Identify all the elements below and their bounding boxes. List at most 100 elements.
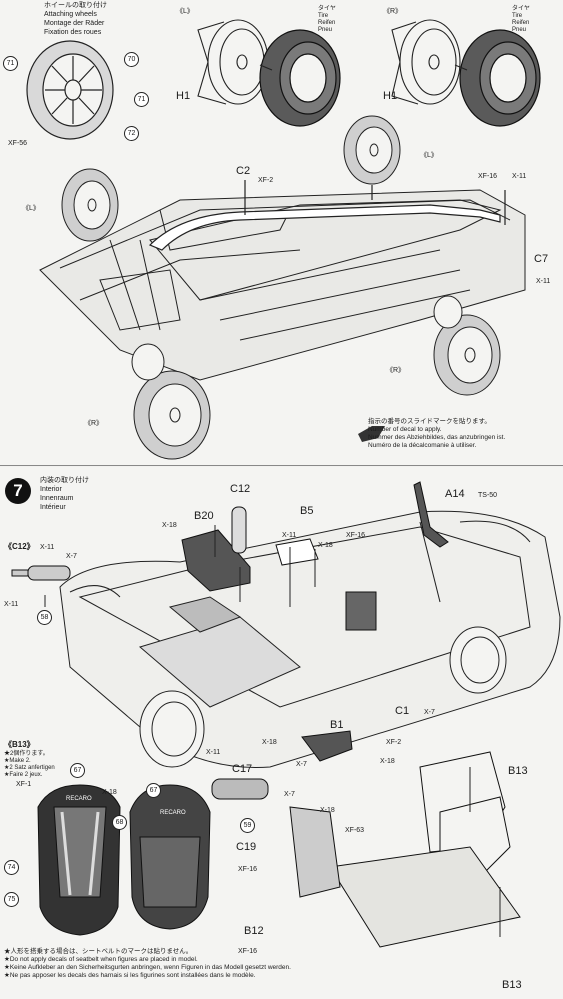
figure-note-de: ★Keine Aufkleber an den Sicherheitsgurte… xyxy=(4,964,291,971)
interior-title-en: Interior xyxy=(40,486,62,493)
wheel-rim-left xyxy=(197,19,269,105)
wheel-l-marker-1: 《L》 xyxy=(420,152,438,159)
part-h1-right: H1 xyxy=(383,90,398,102)
decal-68: 68 xyxy=(112,815,127,830)
interior-arrows xyxy=(44,521,501,937)
x7-c12: X-7 xyxy=(66,553,77,560)
x11-b5: X-11 xyxy=(282,532,297,539)
figure-note-fr: ★Ne pas apposer les decals des harnais s… xyxy=(4,972,256,979)
make2-de: ★2 Satz anfertigen xyxy=(4,765,55,771)
part-a14: A14 xyxy=(445,488,465,500)
decal-note: 指示の番号のスライドマークを貼ります。 Number of decal to a… xyxy=(368,418,505,450)
wheels-title-jp: ホイールの取り付け xyxy=(44,2,107,9)
tire-label-jp-left: タイヤ xyxy=(318,6,336,12)
seat-front-view xyxy=(37,784,121,936)
decal-number-71: 71 xyxy=(3,56,18,71)
b20-panel-part xyxy=(181,529,251,592)
decal-67: 67 xyxy=(70,763,85,778)
figure-note: ★人形を搭乗する場合は、シートベルトのマークは貼りません。 ★Do not ap… xyxy=(4,948,354,980)
tire-label-en-right: Tire xyxy=(512,13,523,19)
part-b12: B12 xyxy=(244,925,264,937)
interior-section: 7 内装の取り付け Interior Innenraum Intérieur 《… xyxy=(0,467,563,999)
x18-c19: X-18 xyxy=(320,807,335,814)
decal-note-en: Number of decal to apply. xyxy=(368,426,442,433)
x18-b5: X-18 xyxy=(318,542,333,549)
x18-b1: X-18 xyxy=(380,758,395,765)
wheels-chassis-drawing xyxy=(26,19,541,460)
decal-75: 75 xyxy=(4,892,19,907)
paint-xf56: XF-56 xyxy=(8,140,28,147)
interior-drawing xyxy=(11,481,561,948)
chassis-wheel-front-right xyxy=(131,343,211,460)
decal-pointer-icon xyxy=(358,426,385,442)
x7-c1: X-7 xyxy=(424,709,435,716)
standalone-wheel-illustration xyxy=(26,40,114,140)
wheels-section: ホイールの取り付け Attaching wheels Montage der R… xyxy=(0,0,563,466)
left-marker: 《L》 xyxy=(176,8,194,15)
x11-c12: X-11 xyxy=(40,544,55,551)
b1-bracket-part xyxy=(301,730,353,762)
part-b13-top: B13 xyxy=(508,765,528,777)
part-c1: C1 xyxy=(395,705,410,717)
wheels-title-en: Attaching wheels xyxy=(44,11,97,18)
interior-title-fr: Intérieur xyxy=(40,504,66,511)
decal-58: 58 xyxy=(37,610,52,625)
make2-en: ★Make 2. xyxy=(4,758,31,764)
tire-label-fr-left: Pneu xyxy=(318,27,333,33)
decal-note-jp: 指示の番号のスライドマークを貼ります。 xyxy=(368,418,491,425)
chassis-wheel-front-left xyxy=(61,168,119,242)
x18-floor: X-18 xyxy=(262,739,277,746)
wheel-r-marker-1: 《R》 xyxy=(386,367,406,374)
part-c17: C17 xyxy=(232,763,253,775)
part-c2: C2 xyxy=(236,165,251,177)
x7-c17: X-7 xyxy=(284,791,295,798)
seat-brand: RECARO xyxy=(66,796,92,802)
decal-number-72: 72 xyxy=(124,126,139,141)
interior-title-de: Innenraum xyxy=(40,495,74,502)
b13-tag: 《B13》 xyxy=(4,740,35,749)
part-b13-bottom: B13 xyxy=(502,979,522,991)
c12-tag: 《C12》 xyxy=(4,542,35,551)
make2-jp: ★2個作ります。 xyxy=(4,751,49,757)
part-c7: C7 xyxy=(534,253,549,265)
paint-x18-seat: X-18 xyxy=(102,789,117,796)
chassis-wheel-rear-left xyxy=(343,115,401,185)
paint-x11: X-11 xyxy=(512,173,527,180)
x11-c12-b: X-11 xyxy=(4,601,19,608)
body-rear-wheel xyxy=(449,626,507,694)
seat-brand-rear: RECARO xyxy=(160,810,186,816)
paint-x11-c7: X-11 xyxy=(536,278,551,285)
c12-extinguisher-part xyxy=(231,506,247,554)
seat-assembly-view xyxy=(289,751,521,948)
xf63-c19: XF-63 xyxy=(345,827,365,834)
step-number: 7 xyxy=(5,478,31,504)
part-b1: B1 xyxy=(330,719,344,731)
tire-label-de-left: Reifen xyxy=(318,20,336,26)
body-front-wheel xyxy=(139,690,205,768)
xf16-b5: XF-16 xyxy=(346,532,366,539)
tire-left xyxy=(259,29,341,127)
tire-label-en-left: Tire xyxy=(318,13,329,19)
c12-detail-part xyxy=(11,565,71,581)
chassis-wheel-rear-right xyxy=(433,295,501,396)
wheel-r-marker-2: 《R》 xyxy=(84,420,104,427)
decal-67b: 67 xyxy=(146,783,161,798)
wheels-title-de: Montage der Räder xyxy=(44,20,105,27)
decal-note-de: Nummer des Abziehbildes, das anzubringen… xyxy=(368,434,506,441)
c17-tank-part xyxy=(211,778,269,800)
tire-right xyxy=(459,29,541,127)
paint-ts50: TS-50 xyxy=(478,492,498,499)
tire-label-de-right: Reifen xyxy=(512,20,530,26)
part-b20: B20 xyxy=(194,510,214,522)
decal-74: 74 xyxy=(4,860,19,875)
xf2-b1: XF-2 xyxy=(386,739,402,746)
wheel-l-marker-2: 《L》 xyxy=(22,205,40,212)
part-b5: B5 xyxy=(300,505,314,517)
x7-b1: X-7 xyxy=(296,761,307,768)
seat-rear-view xyxy=(129,784,211,930)
box-part xyxy=(345,591,377,631)
figure-note-en: ★Do not apply decals of seatbelt when fi… xyxy=(4,956,198,963)
paint-xf2: XF-2 xyxy=(258,177,274,184)
paint-xf16: XF-16 xyxy=(478,173,498,180)
tire-label-fr-right: Pneu xyxy=(512,27,527,33)
